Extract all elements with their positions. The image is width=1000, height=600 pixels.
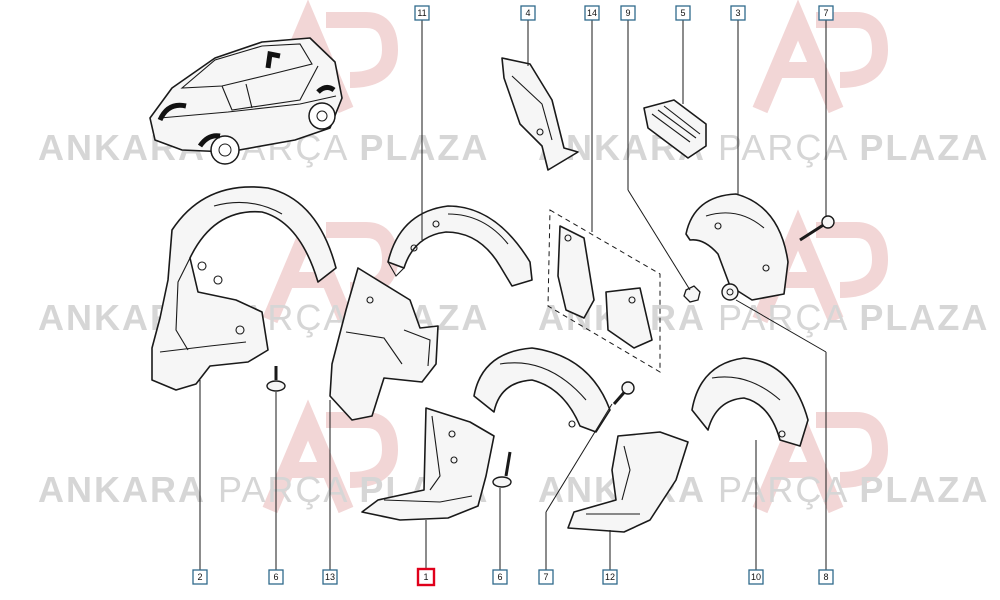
part-center-arch-liner [473,347,611,433]
callout-label: 7 [543,572,548,582]
part-10-rear-arch-liner [691,357,809,447]
watermark-word: PLAZA [359,127,489,168]
callout-label: 7 [823,8,828,18]
front-arrow-icon [157,102,187,122]
part-14-mud-flap-kit [547,209,661,373]
callout-8[interactable]: 8 [818,569,834,585]
callout-label: 11 [417,8,426,18]
rear-wheel-icon [308,102,336,130]
fasteners [266,215,835,488]
rear-arrow-icon [316,84,336,94]
callout-label: 2 [197,572,202,582]
watermark-word: PLAZA [859,127,989,168]
callout-6-left[interactable]: 6 [268,569,284,585]
front-wheel-icon [210,135,240,165]
callout-label: 1 [423,572,428,582]
part-11-wheel-arch-liner [387,205,533,287]
watermark-word: PLAZA [859,297,989,338]
svg-text:ANKARA PARÇA PLAZA: ANKARA PARÇA PLAZA [538,127,989,168]
callout-label: 6 [273,572,278,582]
part-4-bracket [501,57,579,171]
leader-lines [199,20,827,570]
callout-11[interactable]: 11 [414,5,430,21]
callout-7-top[interactable]: 7 [818,5,834,21]
part-12-lower-shield [567,431,689,533]
callout-label: 13 [325,572,335,582]
callout-label: 10 [751,572,761,582]
watermark-word: PARÇA [218,469,347,510]
clip-8-icon [721,283,739,301]
screw-6b-icon [492,451,512,488]
part-2-front-wheel-arch-liner [151,186,337,391]
clip-6a-icon [266,366,286,392]
callout-14[interactable]: 14 [584,5,600,21]
screw-7-top-icon [799,215,835,242]
callout-label: 6 [497,572,502,582]
svg-text:ANKARA PARÇA PLAZA: ANKARA PARÇA PLAZA [538,297,989,338]
callout-10[interactable]: 10 [748,569,764,585]
watermark-word: PARÇA [718,297,847,338]
top-arrow-icon [265,51,281,69]
callout-1-highlighted[interactable]: 1 [416,567,436,587]
nut-9-icon [683,285,701,303]
part-1-front-lower-liner [361,407,495,521]
callout-3[interactable]: 3 [730,5,746,21]
callout-12[interactable]: 12 [602,569,618,585]
part-3-rear-arch-liner [685,193,789,301]
callout-4[interactable]: 4 [520,5,536,21]
callout-label: 14 [587,8,597,18]
callout-label: 3 [735,8,740,18]
callout-7-bottom[interactable]: 7 [538,569,554,585]
svg-text:ANKARA PARÇA PLAZA: ANKARA PARÇA PLAZA [38,469,489,510]
callout-label: 5 [680,8,685,18]
watermark-word: PLAZA [859,469,989,510]
callout-9[interactable]: 9 [620,5,636,21]
callout-label: 4 [525,8,530,18]
watermark-word: PARÇA [718,469,847,510]
callout-label: 9 [625,8,630,18]
callout-label: 8 [823,572,828,582]
watermark-word: ANKARA [38,469,206,510]
part-13-side-shield [329,267,439,421]
callout-label: 12 [605,572,615,582]
callout-13[interactable]: 13 [322,569,338,585]
screw-7b-icon [612,381,635,405]
watermark-word: PARÇA [718,127,847,168]
callouts: 11 4 14 9 5 3 7 2 [192,5,834,587]
car-overview [149,37,343,165]
callout-5[interactable]: 5 [675,5,691,21]
part-5-vent-grille [643,99,707,159]
watermark-logos [262,0,889,514]
callout-6-center[interactable]: 6 [492,569,508,585]
callout-2[interactable]: 2 [192,569,208,585]
